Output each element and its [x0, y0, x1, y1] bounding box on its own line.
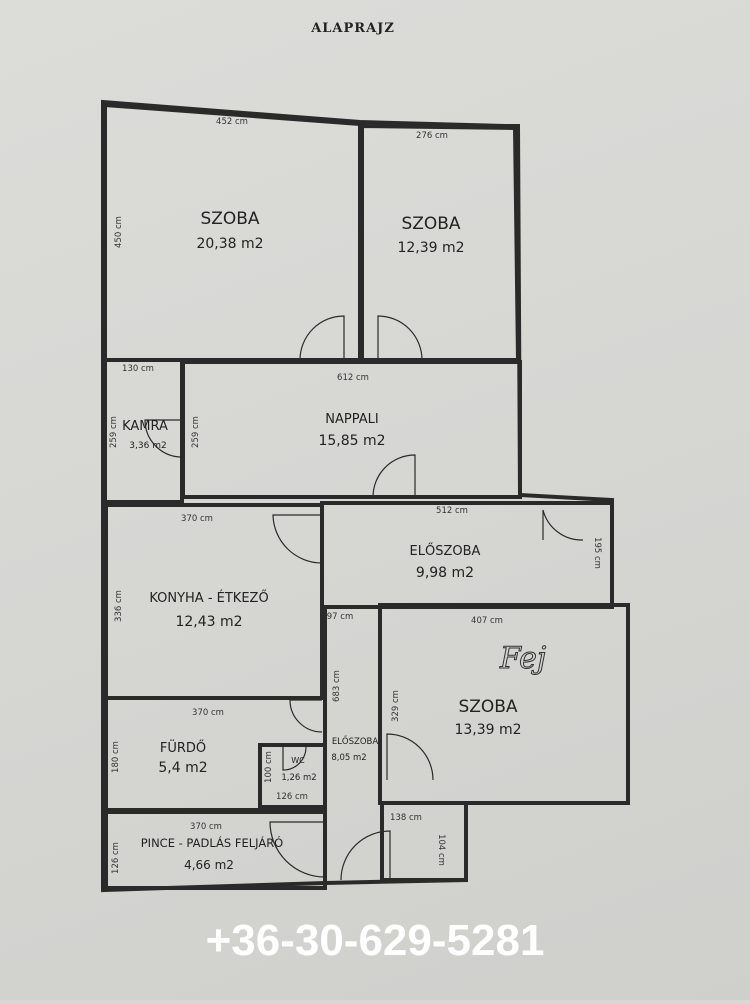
room-name: ELŐSZOBA [410, 543, 481, 559]
room-name: KONYHA - ÉTKEZŐ [149, 590, 268, 606]
room-area: 15,85 m2 [318, 433, 385, 449]
door-icon [144, 419, 183, 458]
room-name: SZOBA [458, 697, 517, 717]
dimension: 259 cm [109, 416, 119, 448]
dimension: 683 cm [332, 670, 342, 702]
room-name: SZOBA [200, 209, 259, 229]
room-area: 9,98 m2 [416, 565, 474, 581]
dimension: 259 cm [191, 416, 201, 448]
watermark-phone: +36-30-629-5281 [206, 916, 545, 965]
door-icon [340, 830, 391, 881]
room-bottom-wall [380, 801, 468, 882]
doors [144, 315, 584, 881]
door-icon [272, 514, 323, 564]
room-labels: SZOBA 20,38 m2 452 cm 450 cm SZOBA 12,39… [109, 117, 602, 874]
room-area: 12,43 m2 [175, 614, 242, 630]
walls [101, 99, 630, 893]
room-name: ELŐSZOBA [332, 736, 379, 747]
room-name: WC [291, 756, 305, 765]
dimension: 370 cm [192, 708, 224, 718]
dimension: 180 cm [111, 741, 121, 773]
room-name: FÜRDŐ [160, 739, 206, 756]
room-name: PINCE - PADLÁS FELJÁRÓ [141, 835, 284, 850]
room-area: 13,39 m2 [454, 722, 521, 738]
dimension: 407 cm [471, 616, 503, 626]
room-name: SZOBA [401, 214, 460, 234]
dimension: 336 cm [114, 590, 124, 622]
handwritten-note: Fej [499, 641, 546, 676]
door-icon [282, 746, 307, 771]
door-icon [269, 821, 326, 878]
room-area: 4,66 m2 [184, 858, 234, 872]
plan-title: ALAPRAJZ [310, 21, 395, 36]
room-nappali-wall [181, 360, 522, 499]
dimension: 452 cm [216, 117, 248, 127]
room-name: KAMRA [122, 419, 168, 434]
door-icon [386, 733, 434, 781]
dimension: 104 cm [436, 834, 446, 866]
dimension: 370 cm [181, 514, 213, 524]
door-icon [542, 509, 584, 541]
room-area: 1,26 m2 [281, 773, 316, 783]
room-area: 20,38 m2 [196, 236, 263, 252]
room-area: 3,36 m2 [129, 441, 166, 451]
door-icon [289, 699, 323, 733]
dimension: 450 cm [114, 216, 124, 248]
dimension: 126 cm [111, 842, 121, 874]
room-area: 5,4 m2 [158, 760, 207, 776]
door-icon [372, 454, 416, 498]
dimension: 126 cm [276, 792, 308, 802]
room-szoba-3-wall [378, 603, 630, 805]
dimension: 329 cm [391, 690, 401, 722]
dimension: 97 cm [327, 612, 353, 622]
room-area: 12,39 m2 [397, 240, 464, 256]
dimension: 276 cm [416, 131, 448, 141]
dimension: 195 cm [592, 537, 602, 569]
dimension: 512 cm [436, 506, 468, 516]
dimension: 130 cm [122, 364, 154, 374]
door-icon [377, 315, 423, 361]
dimension: 100 cm [264, 751, 274, 783]
dimension: 138 cm [390, 813, 422, 823]
dimension: 612 cm [337, 373, 369, 383]
room-area: 8,05 m2 [331, 753, 366, 763]
room-name: NAPPALI [325, 412, 378, 427]
dimension: 370 cm [190, 822, 222, 832]
door-icon [299, 315, 345, 361]
